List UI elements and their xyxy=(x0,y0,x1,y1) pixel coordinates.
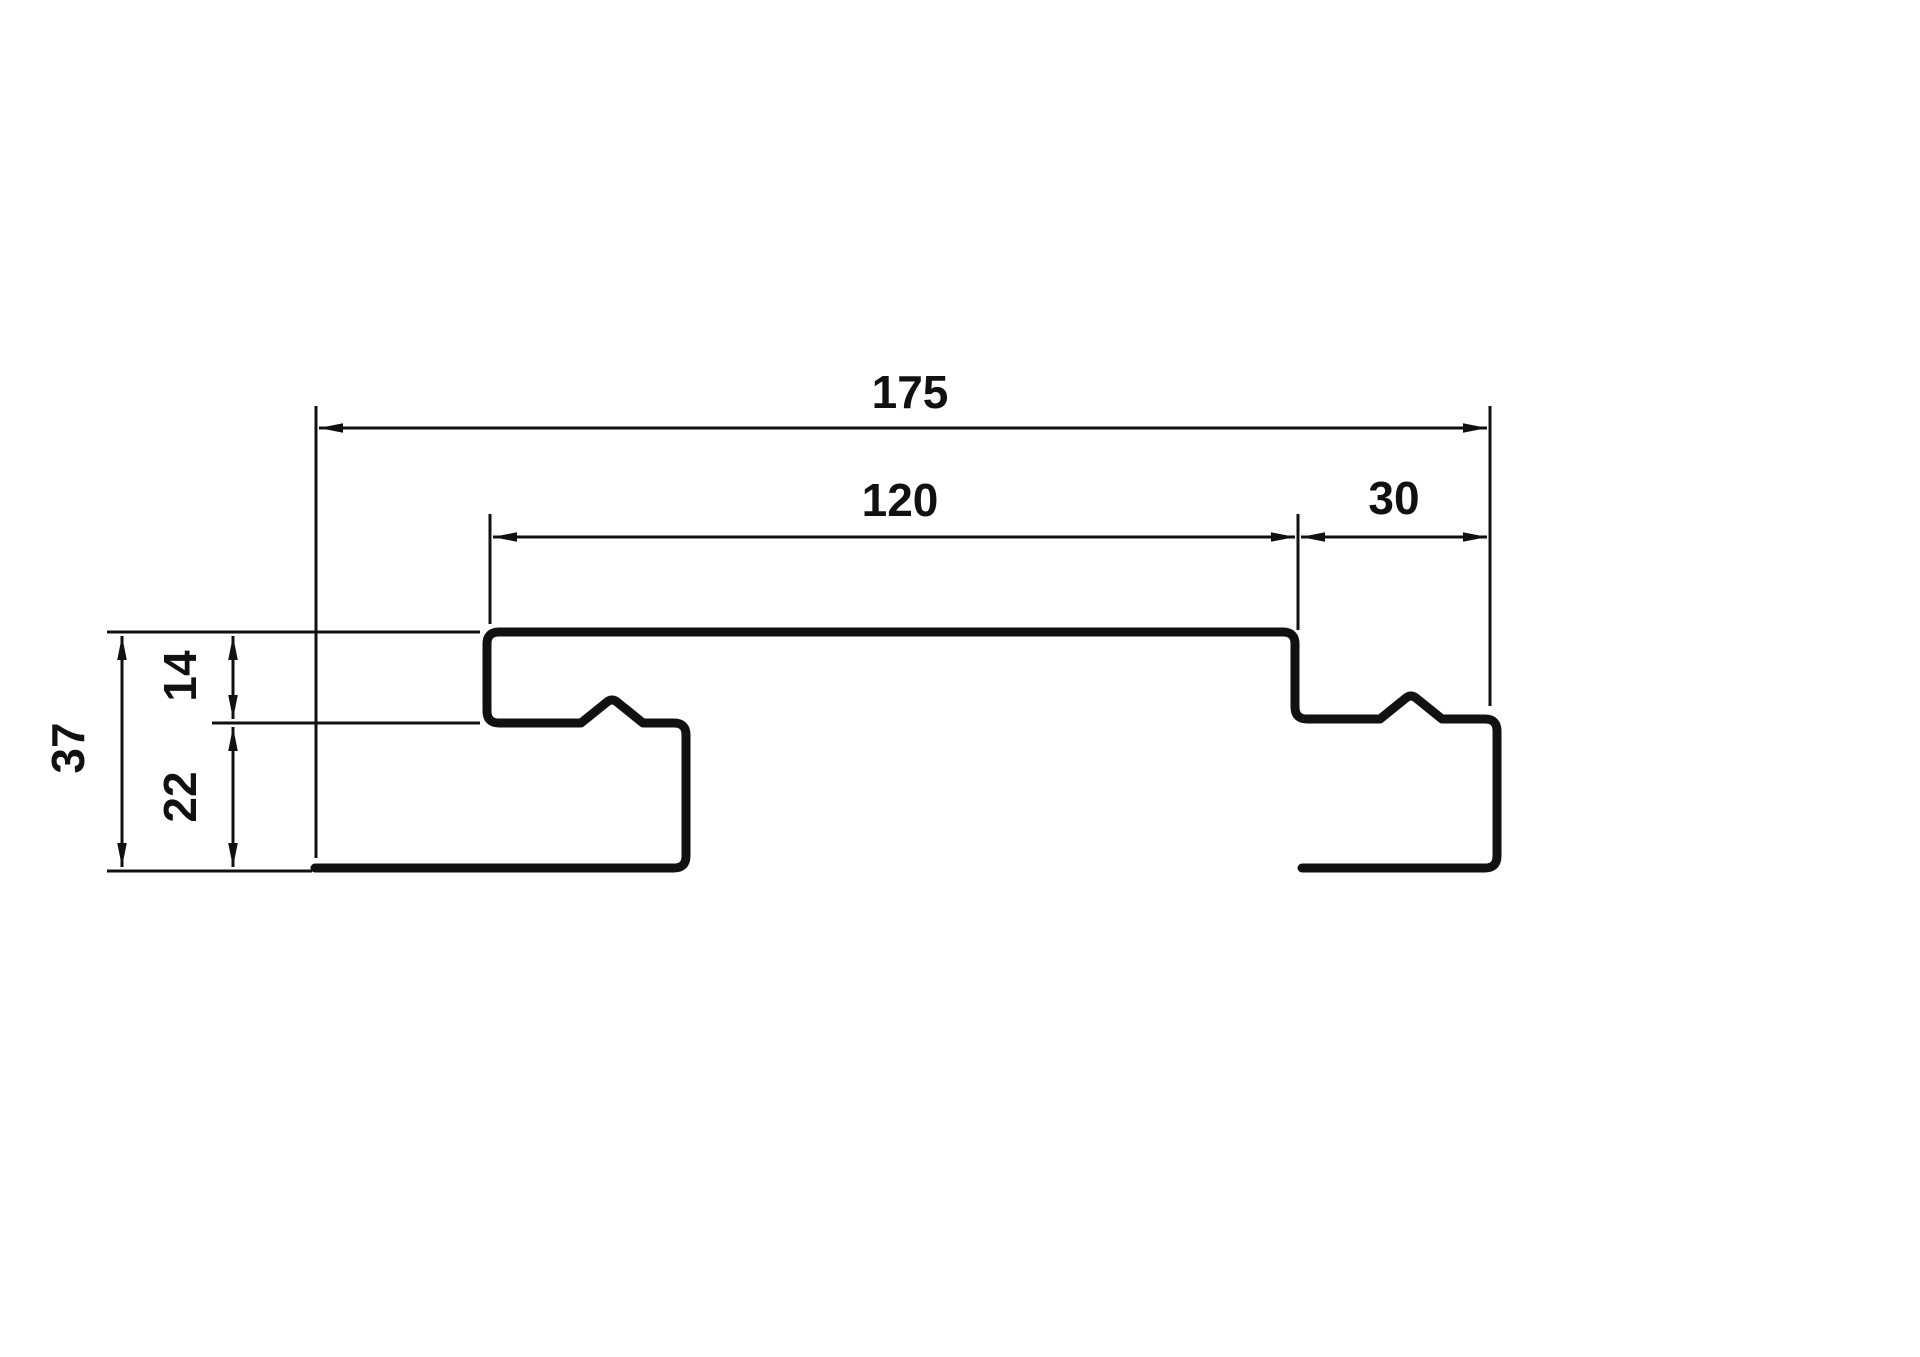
dimension-label-overall-width: 175 xyxy=(872,366,949,418)
dimension-label-top-face-width: 120 xyxy=(862,474,939,526)
dimension-label-side-tab-width: 30 xyxy=(1368,472,1419,524)
vertical-dimension-extension-lines xyxy=(107,630,480,873)
dimension-overall-depth: 37 xyxy=(42,636,127,867)
dimension-upper-step-depth: 14 xyxy=(154,636,238,719)
profile-outline xyxy=(310,627,1502,873)
dimension-overall-width: 175 xyxy=(314,366,1492,858)
dimension-side-tab-width: 30 xyxy=(1301,472,1487,542)
dimension-label-lower-step-depth: 22 xyxy=(154,771,206,822)
dimension-label-upper-step-depth: 14 xyxy=(154,650,206,702)
dimension-lower-step-depth: 22 xyxy=(154,727,238,867)
dimension-label-overall-depth: 37 xyxy=(42,722,94,773)
dimension-top-face-width: 120 xyxy=(488,474,1300,630)
